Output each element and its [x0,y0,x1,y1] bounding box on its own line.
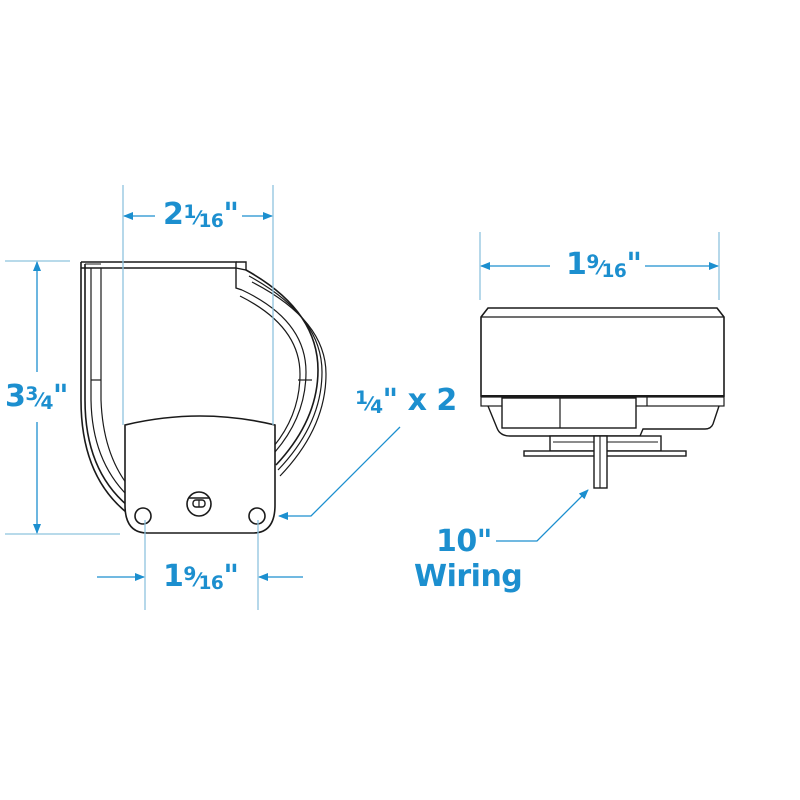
side-width-unit: " [626,247,642,282]
hole-size-label: 1⁄4" x 2 [355,383,458,418]
spacing-denominator: 16 [198,572,224,594]
front-view-dimensions [5,185,401,610]
side-width-label: 19⁄16" [566,247,642,282]
wiring-length-label: 10" [436,524,492,559]
spacing-whole: 1 [163,559,184,594]
side-width-denominator: 16 [601,260,627,282]
spacing-fraction: 9⁄16 [183,563,224,594]
side-view-drawing [480,307,725,489]
side-view-dimensions [479,232,720,542]
height-whole: 3 [5,379,26,414]
front-width-label: 21⁄16" [163,197,239,232]
hole-spacing-label: 19⁄16" [163,559,239,594]
height-fraction: 3⁄4 [25,383,53,414]
hole-fraction: 1⁄4 [355,387,383,418]
front-view-drawing [80,261,327,534]
width-numerator: 1 [183,201,196,223]
hole-denominator: 4 [370,396,383,418]
height-numerator: 3 [25,383,38,405]
height-denominator: 4 [40,392,53,414]
width-denominator: 16 [198,210,224,232]
spacing-numerator: 9 [183,563,196,585]
width-fraction: 1⁄16 [183,201,224,232]
side-width-numerator: 9 [586,251,599,273]
spacing-unit: " [223,559,239,594]
side-width-whole: 1 [566,247,587,282]
hole-numerator: 1 [355,387,368,409]
wiring-label: Wiring [414,559,523,594]
front-height-label: 33⁄4" [5,379,69,414]
side-width-fraction: 9⁄16 [586,251,627,282]
width-whole: 2 [163,197,184,232]
width-unit: " [223,197,239,232]
height-unit: " [52,379,69,414]
hole-suffix: " x 2 [382,383,458,418]
